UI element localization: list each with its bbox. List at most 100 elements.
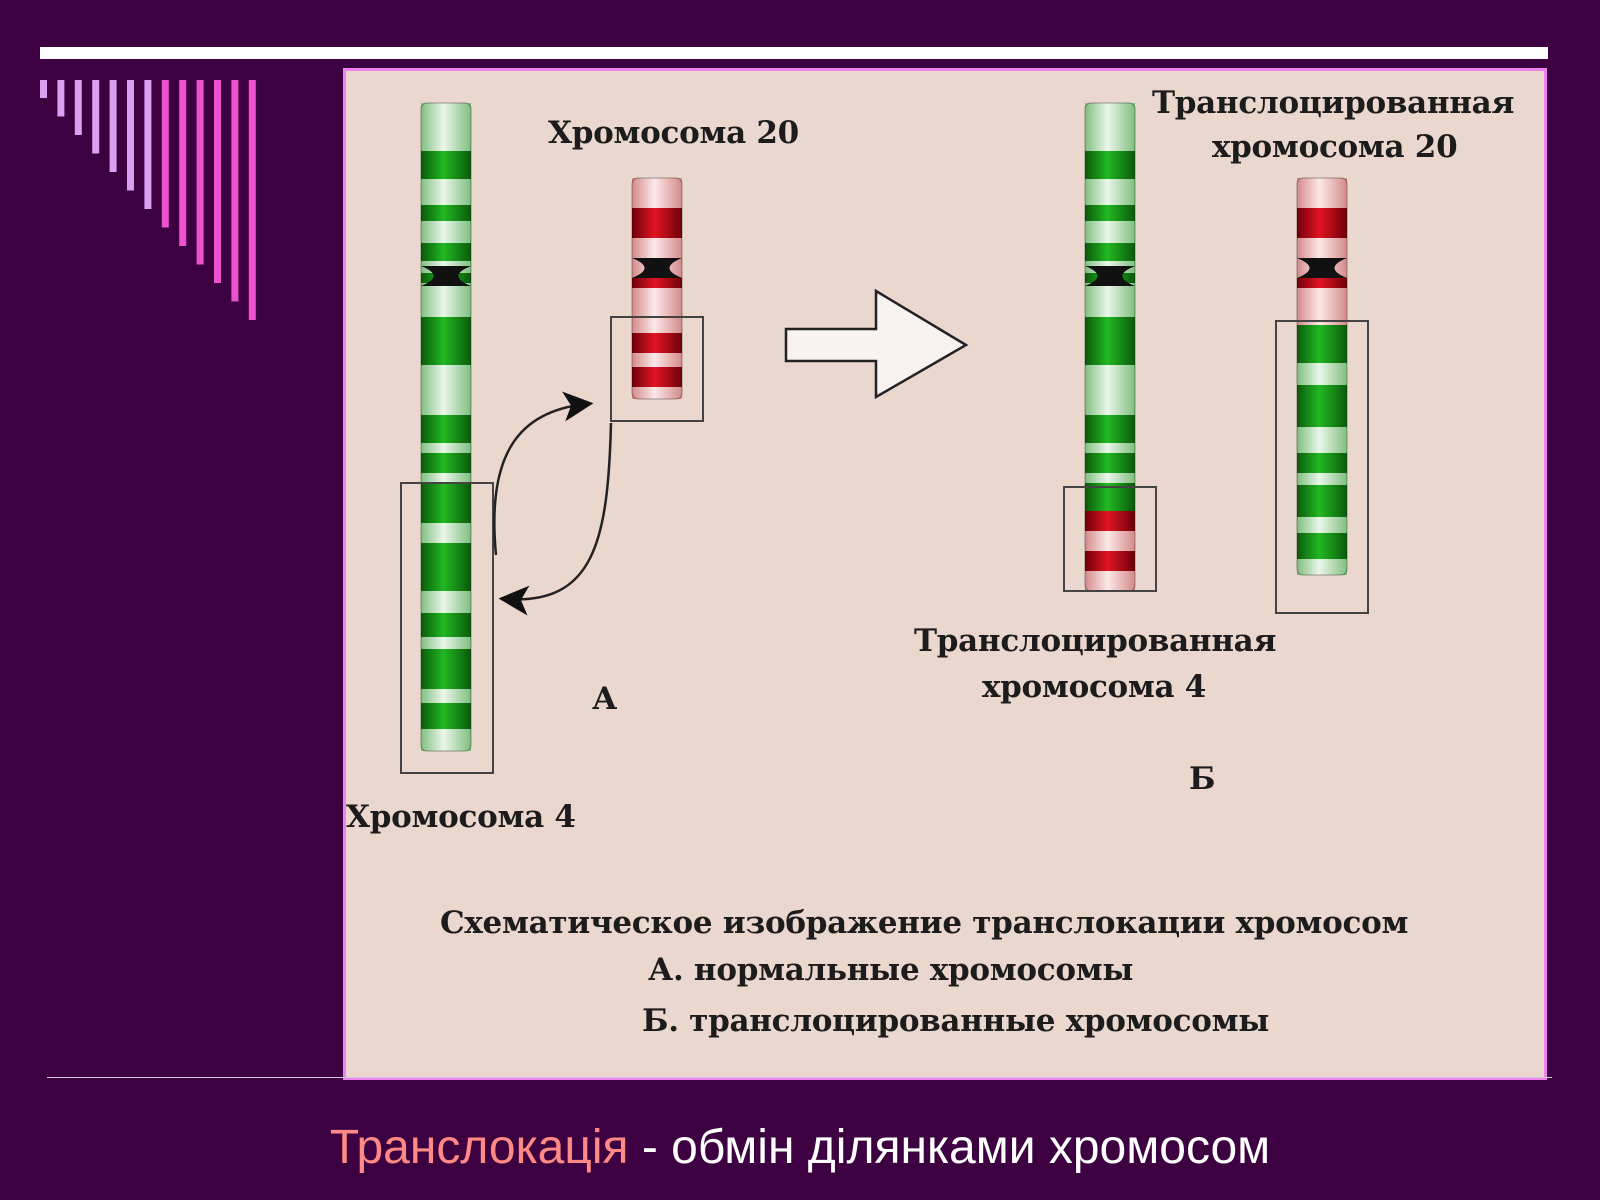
diagram-panel: Хромосома 20 Хромосома 4 Транслоцированн… (343, 68, 1547, 1080)
chromosome-band (632, 367, 682, 387)
chromosome-band (421, 179, 471, 205)
chromosome-band (1085, 295, 1135, 317)
chromosome-band (1085, 103, 1135, 151)
chromosome-band (1297, 325, 1347, 363)
chromosome-band (421, 523, 471, 543)
top-rule (40, 47, 1548, 59)
diagram-note-translocated: Б. транслоцированные хромосомы (642, 1003, 1269, 1039)
decor-stripe (92, 80, 100, 154)
chromosome-band (1085, 453, 1135, 473)
chromosome-band (632, 278, 682, 288)
chromosome-band (421, 103, 471, 151)
chromosome-band (1297, 385, 1347, 427)
decor-stripe (109, 80, 117, 172)
chromosome-band (1085, 243, 1135, 261)
caption-definition: - обмін ділянками хромосом (628, 1121, 1271, 1174)
chromosome-outline (631, 177, 683, 400)
chromosome-band (1085, 551, 1135, 571)
chromosome-4 (420, 102, 472, 752)
chromosome-band (421, 221, 471, 243)
chromosome-band (1297, 453, 1347, 473)
translocated-chromosome-20 (1296, 177, 1348, 576)
diagram-note-normal: А. нормальные хромосомы (648, 952, 1134, 988)
chromosome-band (421, 151, 471, 179)
transition-arrow-icon (784, 288, 969, 400)
label-translocated-20-line1: Транслоцированная (1152, 85, 1515, 121)
chromosome-band (421, 205, 471, 221)
chromosome-band (632, 387, 682, 399)
caption-term: Транслокація (329, 1121, 629, 1174)
translocation-diagram (400, 102, 1369, 774)
label-translocated-20-line2: хромосома 20 (1212, 129, 1458, 165)
chromosome-band (421, 613, 471, 637)
chromosome-band (421, 295, 471, 317)
label-chromosome-4: Хромосома 4 (346, 799, 576, 835)
slide-caption: Транслокація - обмін ділянками хромосом (0, 1120, 1600, 1175)
chromosome-band (632, 353, 682, 367)
chromosome-band (421, 543, 471, 591)
chromosome-band (1297, 427, 1347, 453)
chromosome-band (421, 453, 471, 473)
chromosome-band (1085, 151, 1135, 179)
chromosome-band (1297, 533, 1347, 559)
decor-stripe (144, 80, 152, 209)
chromosome-band (1297, 178, 1347, 208)
label-chromosome-20: Хромосома 20 (548, 115, 799, 151)
chromosome-band (421, 637, 471, 649)
decor-stripe (74, 80, 82, 135)
exchange-arrow-up (493, 391, 594, 556)
chromosome-band (1085, 473, 1135, 483)
chromosome-band (421, 473, 471, 483)
chromosome-band (1297, 288, 1347, 313)
chromosome-band (421, 689, 471, 703)
chromosome-band (1297, 208, 1347, 238)
chromosome-20 (631, 177, 683, 400)
chromosome-band (421, 317, 471, 365)
translocated-chromosome-4 (1084, 102, 1136, 592)
exchange-arrow-down (498, 422, 613, 616)
trans4-segment-box (1063, 486, 1157, 592)
chromosome-band (1085, 205, 1135, 221)
chromosome-band (1085, 415, 1135, 443)
decor-stripe (231, 80, 239, 302)
centromere (1085, 266, 1135, 286)
chromosome-band (1297, 278, 1347, 288)
chromosome-band (421, 649, 471, 689)
chromosome-band (1297, 313, 1347, 325)
decor-stripe (57, 80, 65, 117)
chromosome-outline (1296, 177, 1348, 576)
chr20-segment-box (610, 316, 704, 422)
decor-stripe (196, 80, 204, 265)
centromere (1297, 258, 1347, 278)
chromosome-band (632, 333, 682, 353)
decor-stripe (214, 80, 221, 283)
chromosome-band (1297, 485, 1347, 517)
chromosome-band (1085, 511, 1135, 531)
chromosome-band (1297, 517, 1347, 533)
chromosome-band (1085, 221, 1135, 243)
bottom-rule (47, 1077, 1552, 1078)
chromosome-band (1085, 531, 1135, 551)
chromosome-band (1085, 317, 1135, 365)
decor-stripe (127, 80, 134, 191)
chromosome-band (421, 703, 471, 729)
chromosome-band (632, 178, 682, 208)
chromosome-band (1297, 559, 1347, 575)
label-b: Б (1189, 761, 1216, 797)
decor-stripe (179, 80, 187, 246)
label-a: А (592, 681, 617, 717)
decor-stripe (161, 80, 169, 228)
chromosome-band (1085, 571, 1135, 591)
chromosome-band (632, 208, 682, 238)
chromosome-band (421, 591, 471, 613)
diagram-note-title: Схематическое изображение транслокации х… (440, 905, 1409, 941)
chromosome-band (1297, 363, 1347, 385)
centromere (421, 266, 471, 286)
decor-stripe (248, 80, 256, 320)
chromosome-band (421, 243, 471, 261)
label-translocated-4-line1: Транслоцированная (914, 623, 1277, 659)
chromosome-band (421, 443, 471, 453)
decorative-stripes (40, 80, 256, 320)
chromosome-band (421, 415, 471, 443)
decor-stripe (40, 80, 47, 98)
